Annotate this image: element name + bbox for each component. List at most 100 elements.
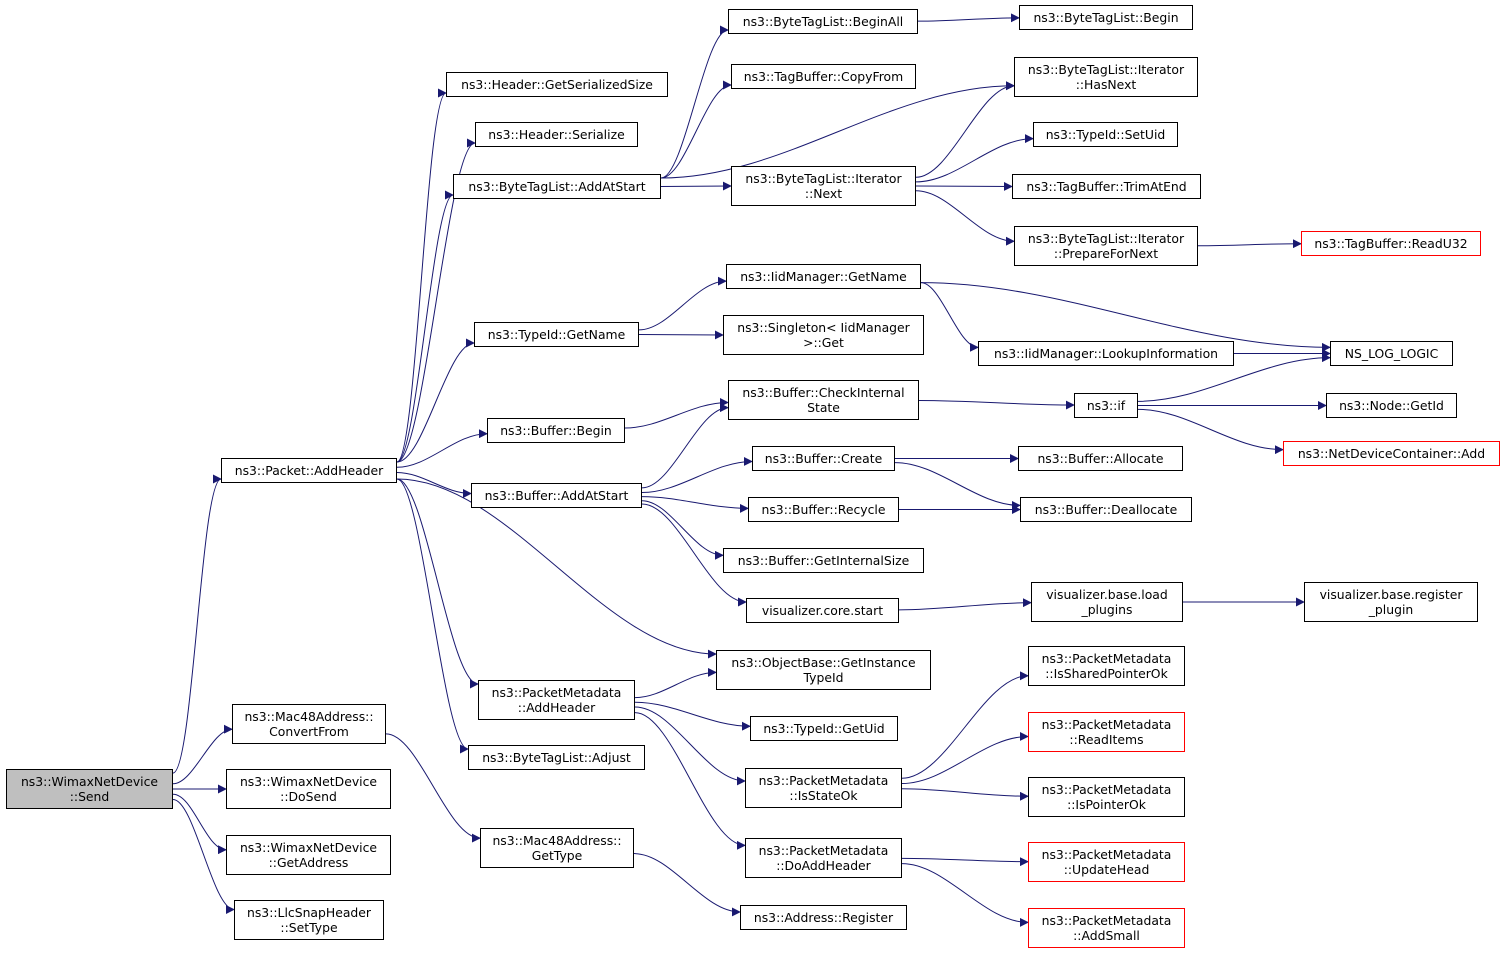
node-pm-updatehead[interactable]: ns3::PacketMetadata::UpdateHead xyxy=(1028,842,1185,882)
node-ns-log[interactable]: NS_LOG_LOGIC xyxy=(1330,341,1453,366)
node-label-line: ns3::Mac48Address:: xyxy=(244,709,374,724)
node-label-line: ::Next xyxy=(804,186,843,201)
node-pm-isshared[interactable]: ns3::PacketMetadata::IsSharedPointerOk xyxy=(1028,646,1185,686)
node-pm-addheader[interactable]: ns3::PacketMetadata::AddHeader xyxy=(478,680,635,720)
node-btl-beginall[interactable]: ns3::ByteTagList::BeginAll xyxy=(728,9,918,34)
node-it-prepare[interactable]: ns3::ByteTagList::Iterator::PrepareForNe… xyxy=(1014,226,1198,266)
node-label-line: ::SetType xyxy=(280,920,338,935)
edge-typeid_getname-to-iid_getname xyxy=(638,276,727,331)
edge-addheader-to-btl_adjust xyxy=(396,478,469,754)
node-label-line: ns3::Buffer::Deallocate xyxy=(1034,502,1178,517)
node-label-line: >::Get xyxy=(803,335,844,350)
node-buf-getsize[interactable]: ns3::Buffer::GetInternalSize xyxy=(723,548,924,573)
node-addheader[interactable]: ns3::Packet::AddHeader xyxy=(221,458,397,483)
edge-addheader-to-buf_begin xyxy=(396,429,488,468)
edge-buf_addatstart-to-buf_recycle xyxy=(641,496,749,513)
node-viz-register[interactable]: visualizer.base.register_plugin xyxy=(1304,582,1478,622)
node-label-line: ns3::Header::GetSerializedSize xyxy=(461,77,653,92)
edge-pm_addheader-to-pm_doaddheader xyxy=(634,712,746,850)
edge-it_prepare-to-tb_readu32 xyxy=(1197,239,1302,249)
node-label-line: ns3::PacketMetadata xyxy=(758,773,889,788)
node-buf-addatstart[interactable]: ns3::Buffer::AddAtStart xyxy=(471,483,642,508)
node-label-line: ns3::PacketMetadata xyxy=(758,843,889,858)
node-tid-getuid[interactable]: ns3::TypeId::GetUid xyxy=(750,716,898,741)
node-label-line: ns3::PacketMetadata xyxy=(491,685,622,700)
node-label-line: ns3::Buffer::Create xyxy=(764,451,883,466)
node-label-line: ns3::Packet::AddHeader xyxy=(234,463,384,478)
node-label-line: ns3::Buffer::GetInternalSize xyxy=(737,553,910,568)
node-tb-copyfrom[interactable]: ns3::TagBuffer::CopyFrom xyxy=(731,64,916,89)
node-label-line: ns3::ByteTagList::Adjust xyxy=(482,750,631,765)
node-hdr-serialize[interactable]: ns3::Header::Serialize xyxy=(475,122,638,147)
node-viz-load[interactable]: visualizer.base.load_plugins xyxy=(1031,582,1183,622)
node-label-line: ns3::Buffer::Begin xyxy=(500,423,612,438)
edge-pm_isstateok-to-pm_readitems xyxy=(901,731,1029,785)
node-viz-start[interactable]: visualizer.core.start xyxy=(746,598,899,623)
node-it-hasnext[interactable]: ns3::ByteTagList::Iterator::HasNext xyxy=(1014,57,1198,97)
node-getaddress[interactable]: ns3::WimaxNetDevice::GetAddress xyxy=(226,835,391,875)
node-pm-readitems[interactable]: ns3::PacketMetadata::ReadItems xyxy=(1028,712,1185,752)
node-label-line: ns3::ByteTagList::BeginAll xyxy=(742,14,904,29)
edge-buf_addatstart-to-viz_start xyxy=(641,503,747,607)
node-buf-allocate[interactable]: ns3::Buffer::Allocate xyxy=(1018,446,1183,471)
node-node-getid[interactable]: ns3::Node::GetId xyxy=(1326,393,1457,418)
node-ns3-if[interactable]: ns3::if xyxy=(1074,393,1138,418)
node-settype[interactable]: ns3::LlcSnapHeader::SetType xyxy=(234,900,384,940)
node-mac-convert[interactable]: ns3::Mac48Address::ConvertFrom xyxy=(232,704,386,744)
node-label-line: ns3::Singleton< IidManager xyxy=(737,320,910,335)
node-label-line: NS_LOG_LOGIC xyxy=(1344,346,1439,361)
node-buf-dealloc[interactable]: ns3::Buffer::Deallocate xyxy=(1020,497,1192,522)
node-pm-ispointer[interactable]: ns3::PacketMetadata::IsPointerOk xyxy=(1028,777,1185,817)
node-ndc-add[interactable]: ns3::NetDeviceContainer::Add xyxy=(1283,441,1500,466)
node-btl-adjust[interactable]: ns3::ByteTagList::Adjust xyxy=(468,745,645,770)
node-mac-gettype[interactable]: ns3::Mac48Address::GetType xyxy=(480,828,634,868)
node-iid-getname[interactable]: ns3::IidManager::GetName xyxy=(726,264,921,289)
node-hdr-getsize[interactable]: ns3::Header::GetSerializedSize xyxy=(446,72,668,97)
node-label-line: ns3::ByteTagList::Iterator xyxy=(1027,231,1185,246)
node-pm-addsmall[interactable]: ns3::PacketMetadata::AddSmall xyxy=(1028,908,1185,948)
node-label-line: ::Send xyxy=(69,789,110,804)
edge-buf_check-to-ns3_if xyxy=(918,399,1075,410)
node-label-line: ::UpdateHead xyxy=(1063,862,1150,877)
node-label-line: ::IsSharedPointerOk xyxy=(1045,666,1168,681)
node-tid-setuid[interactable]: ns3::TypeId::SetUid xyxy=(1033,122,1178,147)
node-iid-lookup[interactable]: ns3::IidManager::LookupInformation xyxy=(978,341,1234,366)
edge-mac_convert-to-mac_gettype xyxy=(385,733,481,843)
node-label-line: ns3::LlcSnapHeader xyxy=(247,905,371,920)
node-dosend[interactable]: ns3::WimaxNetDevice::DoSend xyxy=(226,769,391,809)
edge-it_next-to-it_hasnext xyxy=(915,81,1015,178)
edge-buf_addatstart-to-buf_create xyxy=(641,456,753,494)
node-pm-isstateok[interactable]: ns3::PacketMetadata::IsStateOk xyxy=(745,768,902,808)
edge-buf_addatstart-to-buf_check xyxy=(641,403,729,489)
node-label-line: visualizer.core.start xyxy=(761,603,884,618)
node-tb-trim[interactable]: ns3::TagBuffer::TrimAtEnd xyxy=(1012,174,1201,199)
node-buf-begin[interactable]: ns3::Buffer::Begin xyxy=(487,418,625,443)
node-buf-create[interactable]: ns3::Buffer::Create xyxy=(752,446,895,471)
node-label-line: ::PrepareForNext xyxy=(1053,246,1159,261)
node-typeid-getname[interactable]: ns3::TypeId::GetName xyxy=(474,322,639,347)
node-it-next[interactable]: ns3::ByteTagList::Iterator::Next xyxy=(731,166,916,206)
node-label-line: ns3::NetDeviceContainer::Add xyxy=(1297,446,1486,461)
node-singleton-get[interactable]: ns3::Singleton< IidManager >::Get xyxy=(723,315,924,355)
edge-ns3_if-to-ns_log xyxy=(1137,353,1331,402)
node-pm-doaddheader[interactable]: ns3::PacketMetadata::DoAddHeader xyxy=(745,838,902,878)
edge-addheader-to-typeid_getname xyxy=(396,338,475,463)
node-label-line: ns3::ByteTagList::Iterator xyxy=(1027,62,1185,77)
node-label-line: ::DoSend xyxy=(280,789,337,804)
node-label-line: ns3::TagBuffer::TrimAtEnd xyxy=(1026,179,1187,194)
edge-pm_addheader-to-tid_getuid xyxy=(634,701,751,731)
edge-send-to-settype xyxy=(172,798,235,914)
edge-addheader-to-hdr_getsize xyxy=(396,88,447,463)
node-label-line: ns3::ByteTagList::AddAtStart xyxy=(468,179,646,194)
node-buf-recycle[interactable]: ns3::Buffer::Recycle xyxy=(748,497,899,522)
node-label-line: _plugin xyxy=(1368,602,1414,617)
node-btl-begin[interactable]: ns3::ByteTagList::Begin xyxy=(1019,5,1193,30)
node-btl-addatstart[interactable]: ns3::ByteTagList::AddAtStart xyxy=(453,174,661,199)
edge-buf_addatstart-to-buf_getsize xyxy=(641,500,724,560)
node-send: ns3::WimaxNetDevice::Send xyxy=(6,769,173,809)
node-addr-register[interactable]: ns3::Address::Register xyxy=(740,905,907,930)
node-tb-readu32[interactable]: ns3::TagBuffer::ReadU32 xyxy=(1301,231,1481,256)
